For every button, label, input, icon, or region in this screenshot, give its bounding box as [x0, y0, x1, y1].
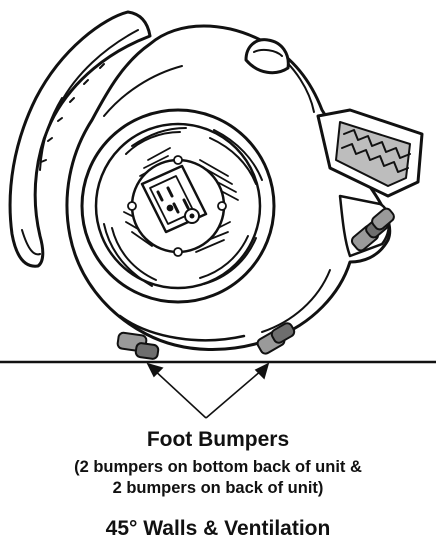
foot-bumper-icon [371, 207, 395, 231]
foot-bumpers [116, 207, 395, 360]
handle-grip [335, 121, 411, 187]
callout-detail-line-1: (2 bumpers on bottom back of unit & [74, 458, 362, 476]
foot-bumper-icon [116, 331, 160, 360]
rear-handle [316, 108, 424, 198]
callout-title: Foot Bumpers [146, 428, 290, 451]
carry-handle-arm [8, 10, 152, 268]
outlet-panel [140, 164, 208, 234]
pointer-arrow-icon [205, 362, 270, 419]
foot-bumper-icon [256, 322, 296, 355]
pointer-arrows [146, 362, 270, 419]
callout-detail-line-2: 2 bumpers on back of unit) [112, 479, 324, 497]
grill-vents [103, 127, 263, 287]
air-mover-illustration [8, 10, 424, 351]
top-knob [244, 38, 290, 75]
bottom-caption: 45° Walls & Ventilation [105, 517, 331, 540]
pointer-arrow-icon [146, 362, 207, 419]
